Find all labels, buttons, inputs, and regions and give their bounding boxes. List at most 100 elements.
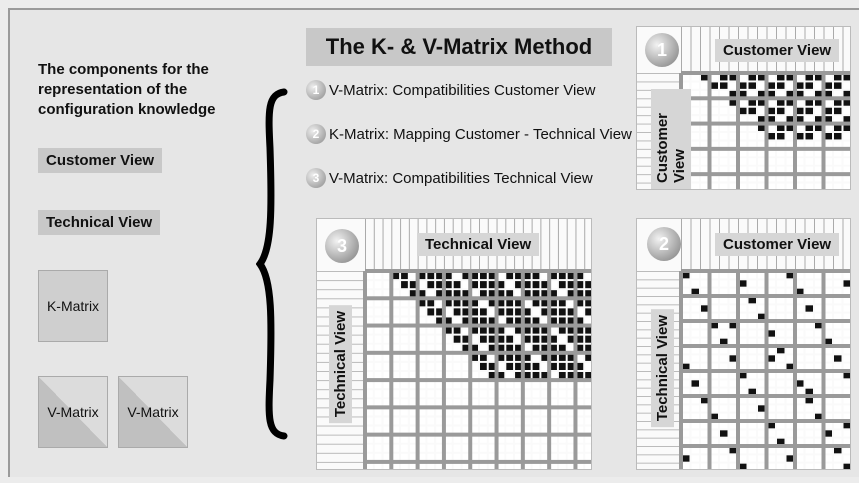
matrix-cell-filled <box>834 133 842 140</box>
matrix-cell-filled <box>532 281 540 289</box>
matrix-cell-filled <box>805 107 813 115</box>
matrix-cell-filled <box>541 353 549 361</box>
matrix-cell-filled <box>567 272 575 280</box>
matrix-cell-filled <box>532 344 540 352</box>
matrix-cell-filled <box>729 74 737 81</box>
matrix-cell-filled <box>523 362 531 370</box>
matrix-cell-filled <box>488 272 496 280</box>
matrix-cell-filled <box>824 82 832 89</box>
matrix-cell-filled <box>532 372 540 380</box>
step-1-label: V-Matrix: Compatibilities Customer View <box>329 81 596 99</box>
matrix-panel-3: 3 Technical View Technical View <box>316 218 592 470</box>
matrix-cell-filled <box>453 281 461 289</box>
step-3: 3 V-Matrix: Compatibilities Technical Vi… <box>306 168 593 188</box>
matrix-cell-filled <box>805 99 813 106</box>
matrix-cell-filled <box>558 317 566 325</box>
matrix-cell-filled <box>506 344 514 352</box>
matrix-cell-filled <box>488 317 496 325</box>
panel-1-number: 1 <box>645 33 679 67</box>
panel-1-top-label: Customer View <box>715 39 840 62</box>
matrix-cell-filled <box>767 90 775 98</box>
matrix-cell-filled <box>585 299 591 307</box>
matrix-cell-filled <box>834 82 842 89</box>
matrix-cell-filled <box>506 317 514 325</box>
matrix-cell-filled <box>497 290 505 298</box>
matrix-cell-filled <box>497 372 505 380</box>
matrix-cell-filled <box>843 280 850 287</box>
matrix-cell-filled <box>815 116 823 123</box>
matrix-cell-filled <box>567 326 575 334</box>
matrix-cell-filled <box>462 290 470 298</box>
step-1: 1 V-Matrix: Compatibilities Customer Vie… <box>306 80 595 100</box>
matrix-cell-filled <box>576 362 584 370</box>
matrix-cell-filled <box>480 335 487 343</box>
matrix-cell-filled <box>558 326 566 334</box>
matrix-cell-filled <box>523 281 531 289</box>
matrix-cell-filled <box>824 430 832 437</box>
matrix-cell-filled <box>710 413 718 420</box>
matrix-cell-filled <box>436 290 443 298</box>
matrix-cell-filled <box>739 90 747 98</box>
matrix-cell-filled <box>480 272 487 280</box>
matrix-cell-filled <box>515 353 522 361</box>
matrix-cell-filled <box>805 124 813 131</box>
matrix-cell-filled <box>824 338 832 345</box>
matrix-cell-filled <box>777 99 785 106</box>
matrix-cell-filled <box>532 326 540 334</box>
matrix-cell-filled <box>815 413 823 420</box>
matrix-cell-filled <box>558 362 566 370</box>
matrix-cell-filled <box>550 317 557 325</box>
matrix-cell-filled <box>550 335 557 343</box>
matrix-cell-filled <box>767 355 775 362</box>
matrix-cell-filled <box>701 397 709 404</box>
panel-2-side-label: Technical View <box>651 309 674 428</box>
matrix-cell-filled <box>843 463 850 469</box>
matrix-cell-filled <box>691 288 699 295</box>
matrix-cell-filled <box>834 107 842 115</box>
matrix-cell-filled <box>834 124 842 131</box>
matrix-cell-filled <box>532 362 540 370</box>
matrix-cell-filled <box>488 372 496 380</box>
matrix-cell-filled <box>558 308 566 316</box>
matrix-cell-filled <box>541 344 549 352</box>
matrix-cell-filled <box>567 362 575 370</box>
matrix-cell-filled <box>541 290 549 298</box>
matrix-cell-filled <box>427 299 435 307</box>
matrix-cell-filled <box>786 74 794 81</box>
matrix-cell-filled <box>815 99 823 106</box>
matrix-cell-filled <box>843 422 850 429</box>
matrix-cell-filled <box>805 305 813 312</box>
matrix-grid-3 <box>317 219 591 469</box>
matrix-cell-filled <box>576 335 584 343</box>
matrix-cell-filled <box>710 82 718 89</box>
matrix-cell-filled <box>805 74 813 81</box>
matrix-cell-filled <box>585 335 591 343</box>
matrix-cell-filled <box>786 455 794 462</box>
matrix-cell-filled <box>480 362 487 370</box>
matrix-cell-filled <box>558 353 566 361</box>
matrix-cell-filled <box>506 335 514 343</box>
panel-1-side-label: Customer View <box>651 89 691 189</box>
matrix-cell-filled <box>488 281 496 289</box>
matrix-cell-filled <box>576 290 584 298</box>
matrix-cell-filled <box>480 353 487 361</box>
matrix-cell-filled <box>453 335 461 343</box>
matrix-cell-filled <box>786 116 794 123</box>
matrix-cell-filled <box>523 272 531 280</box>
matrix-cell-filled <box>497 344 505 352</box>
matrix-cell-filled <box>523 335 531 343</box>
matrix-cell-filled <box>567 335 575 343</box>
matrix-cell-filled <box>786 90 794 98</box>
matrix-cell-filled <box>576 326 584 334</box>
matrix-cell-filled <box>444 326 452 334</box>
technical-view-label: Technical View <box>38 210 161 235</box>
matrix-cell-filled <box>462 317 470 325</box>
matrix-cell-filled <box>748 107 756 115</box>
matrix-cell-filled <box>480 290 487 298</box>
matrix-cell-filled <box>739 107 747 115</box>
matrix-cell-filled <box>427 308 435 316</box>
matrix-cell-filled <box>767 133 775 140</box>
v-matrix-box-1: V-Matrix <box>38 376 108 448</box>
matrix-cell-filled <box>585 290 591 298</box>
matrix-cell-filled <box>748 388 756 395</box>
